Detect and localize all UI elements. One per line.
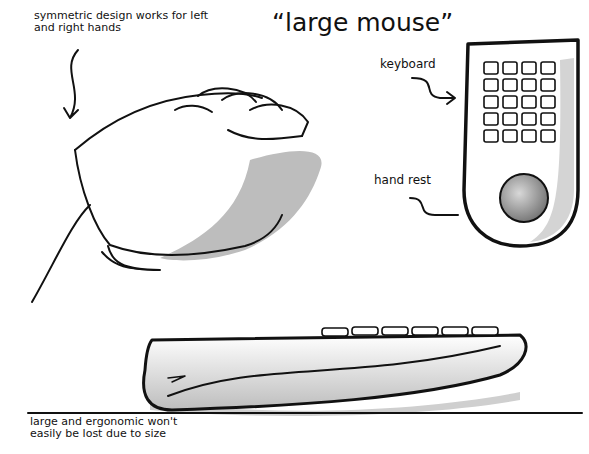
sketch-title: “large mouse” [272,10,472,36]
annotation-label: large and ergonomic won't easily be lost… [30,416,180,439]
hand-outline [75,93,262,150]
side-keys [322,327,498,336]
wrist [32,205,90,302]
wristband [102,252,140,269]
leader-arrow [412,78,455,104]
hand-outline [75,150,282,255]
hand-finger-edge [228,130,302,139]
annotation-label: keyboard [380,58,460,71]
leader-arrow [64,50,78,118]
mouse-shadow [160,151,322,260]
hand-rest [500,174,548,222]
side-detail [168,376,185,382]
hand-finger [198,88,256,102]
side-contour [168,346,500,396]
annotation-label: hand rest [374,174,454,187]
table-line [28,412,582,414]
wrist [108,246,160,270]
hand-finger [175,106,212,112]
device-side-view [144,335,526,410]
annotation-label: symmetric design works for left and righ… [34,10,224,33]
keyboard-keys [484,62,555,142]
hand-finger [222,93,282,110]
leader-arrow [410,198,458,215]
device-top-view [464,40,578,246]
hand-finger [250,105,308,136]
